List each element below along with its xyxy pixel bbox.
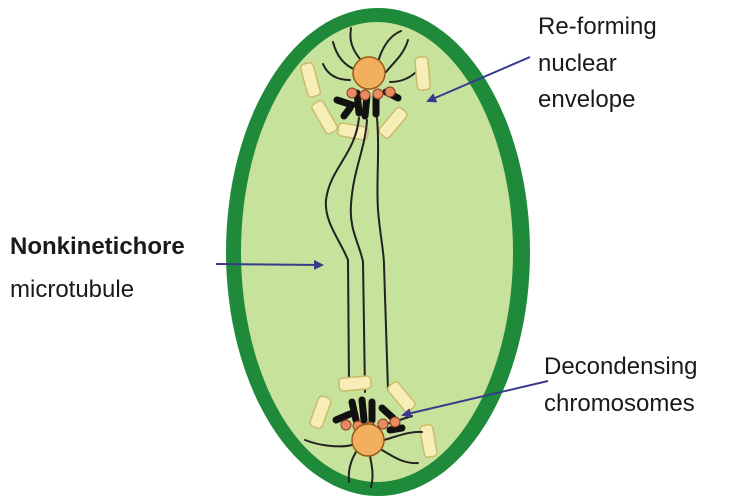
arrow-left-icon: [426, 56, 531, 103]
envelope-fragment: [311, 99, 338, 135]
bottom-envelope-fragments: [309, 375, 438, 458]
envelope-fragment: [414, 56, 431, 91]
label-line: microtubule: [10, 276, 134, 303]
envelope-fragment: [336, 122, 369, 141]
top-envelope-fragments: [299, 56, 431, 141]
bottom-chromosomes: [332, 396, 406, 434]
label-nonkinetichore-microtubule: Nonkinetichore microtubule: [10, 233, 185, 303]
envelope-fragment: [338, 375, 372, 392]
nonkinetichore-microtubules: [324, 117, 389, 393]
label-line: Decondensing: [544, 353, 697, 380]
top-kinetochores: [346, 86, 396, 101]
top-centrosome: [352, 56, 386, 90]
arrow-right-icon: [215, 259, 324, 270]
arrow-left-icon: [401, 380, 549, 419]
envelope-fragment: [309, 395, 332, 430]
bottom-centrosome: [351, 423, 385, 457]
cytoplasm: [241, 22, 513, 482]
envelope-fragment: [378, 106, 408, 139]
label-line: envelope: [538, 86, 635, 113]
envelope-fragment: [299, 61, 322, 98]
label-reforming-nuclear-envelope: Re-forming nuclear envelope: [538, 13, 657, 113]
envelope-fragment: [419, 423, 438, 458]
label-decondensing-chromosomes: Decondensing chromosomes: [544, 353, 697, 417]
label-line: nuclear: [538, 50, 617, 77]
label-line: Nonkinetichore: [10, 233, 185, 260]
label-line: chromosomes: [544, 390, 695, 417]
label-line: Re-forming: [538, 13, 657, 40]
